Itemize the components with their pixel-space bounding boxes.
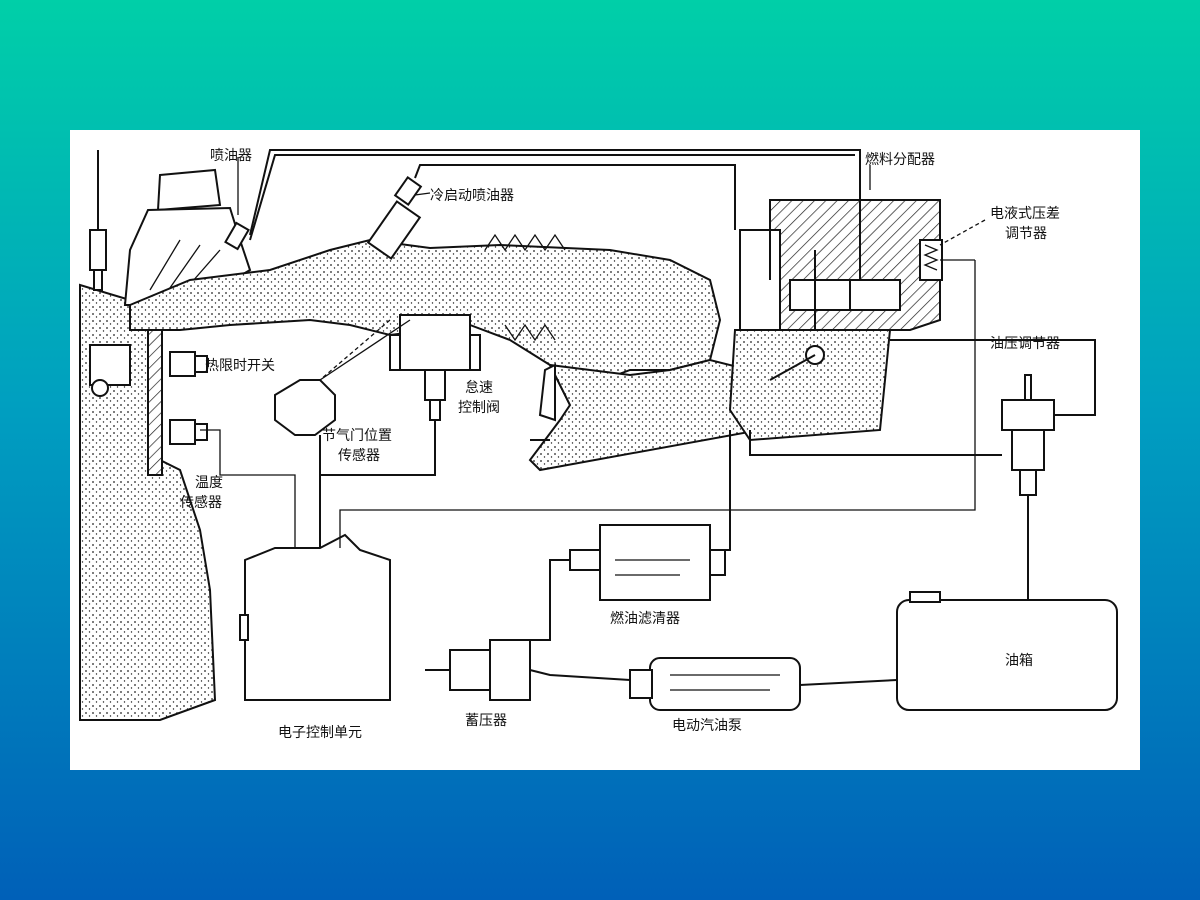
fuel-pressure-regulator bbox=[1001, 374, 1055, 496]
diagram-panel: 喷油器 冷启动喷油器 燃料分配器 电液式压差 调节器 油压调节器 热限时开关 怠… bbox=[70, 130, 1140, 770]
fuel-distributor bbox=[739, 190, 941, 341]
temperature-sensor bbox=[169, 419, 208, 445]
engine-block bbox=[79, 283, 217, 721]
idle-control-valve bbox=[389, 314, 481, 421]
lines bbox=[200, 149, 1096, 686]
label-temp-sensor-line2: 传感器 bbox=[180, 494, 222, 511]
label-fuel-distributor: 燃料分配器 bbox=[865, 151, 935, 168]
label-temp-sensor-line1: 温度 bbox=[195, 475, 223, 491]
label-diff-pressure-regulator-line2: 调节器 bbox=[1005, 226, 1047, 242]
electric-fuel-pump bbox=[629, 657, 801, 711]
throttle-position-sensor bbox=[274, 319, 411, 436]
cold-start-injector bbox=[366, 176, 423, 260]
label-diff-pressure-regulator-line1: 电液式压差 bbox=[990, 206, 1060, 222]
label-thermo-time-switch: 热限时开关 bbox=[205, 358, 275, 374]
label-ecu: 电子控制单元 bbox=[278, 725, 362, 741]
label-idle-valve-line1: 怠速 bbox=[465, 380, 493, 396]
thermo-time-switch bbox=[169, 351, 208, 377]
label-fuel-tank: 油箱 bbox=[1005, 653, 1033, 669]
fuel-tank bbox=[896, 591, 1118, 711]
ecu-box bbox=[239, 533, 391, 701]
label-idle-valve-line2: 控制阀 bbox=[458, 400, 500, 416]
label-electric-pump: 电动汽油泵 bbox=[672, 718, 742, 734]
label-fuel-filter: 燃油滤清器 bbox=[610, 610, 680, 627]
label-throttle-sensor-line2: 传感器 bbox=[338, 447, 380, 464]
fuel-injection-system-diagram: 喷油器 冷启动喷油器 燃料分配器 电液式压差 调节器 油压调节器 热限时开关 怠… bbox=[79, 148, 1118, 741]
fuel-filter bbox=[569, 524, 726, 601]
label-injector: 喷油器 bbox=[210, 148, 252, 164]
accumulator bbox=[425, 639, 531, 701]
sensor-plate-housing bbox=[728, 329, 892, 442]
label-throttle-sensor-line1: 节气门位置 bbox=[322, 428, 392, 444]
label-accumulator: 蓄压器 bbox=[465, 713, 507, 729]
label-pressure-regulator: 油压调节器 bbox=[990, 336, 1060, 352]
leaders bbox=[237, 157, 986, 381]
differential-pressure-regulator bbox=[919, 239, 943, 281]
label-cold-start-injector: 冷启动喷油器 bbox=[430, 188, 514, 204]
